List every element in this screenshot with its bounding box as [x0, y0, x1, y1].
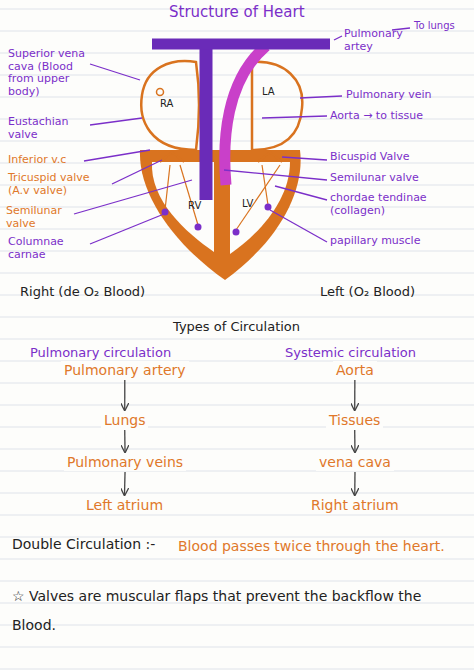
flow-arrow	[354, 380, 355, 410]
note-label: Semilunar valve	[6, 205, 72, 230]
step-text: Pulmonary artery	[64, 362, 186, 378]
step-text: Right atrium	[311, 497, 399, 513]
flow-step: Pulmonary veins	[64, 453, 186, 471]
page-title: Structure of Heart	[169, 4, 305, 21]
note-label: To lungs	[414, 20, 470, 32]
note-label: Blood passes twice through the heart.	[178, 536, 463, 558]
step-text: Tissues	[329, 412, 380, 428]
note-label: Tricuspid valve (A.v valve)	[8, 172, 112, 197]
note-label: ☆ Valves are muscular flaps that prevent…	[12, 582, 462, 641]
flow-step: Aorta	[333, 361, 377, 379]
step-text: Lungs	[104, 412, 145, 428]
note-label: Types of Circulation	[173, 320, 300, 335]
note-label: Right (de O₂ Blood)	[20, 285, 145, 300]
note-label: Double Circulation :-	[12, 536, 155, 552]
note-label: Eustachian valve	[8, 116, 88, 141]
note-label: Systemic circulation	[285, 346, 416, 361]
note-label: chordae tendinae (collagen)	[330, 192, 450, 217]
note-label: RV	[188, 200, 201, 212]
flow-arrow	[354, 472, 356, 495]
note-label: LA	[262, 86, 275, 98]
flow-arrow	[124, 430, 126, 452]
note-label: Pulmonary artey	[344, 28, 394, 53]
flow-arrow	[124, 472, 126, 495]
note-label: Aorta → to tissue	[330, 110, 423, 123]
note-label: Bicuspid Valve	[330, 151, 410, 164]
note-label: LV	[242, 198, 253, 210]
note-label: Pulmonary circulation	[30, 346, 171, 361]
note-label: Pulmonary vein	[346, 89, 431, 102]
note-label: Left (O₂ Blood)	[320, 285, 415, 300]
note-label: Semilunar valve	[330, 172, 419, 185]
step-text: Pulmonary veins	[67, 454, 183, 470]
flow-step: Left atrium	[83, 496, 166, 514]
step-text: vena cava	[319, 454, 391, 470]
flow-step: Lungs	[101, 411, 148, 429]
note-label: Superior vena cava (Blood from upper bod…	[8, 48, 92, 99]
flow-step: Right atrium	[308, 496, 402, 514]
flow-arrow	[354, 430, 356, 452]
flow-step: vena cava	[316, 453, 394, 471]
note-label: Columnae carnae	[8, 236, 88, 261]
flow-step: Tissues	[326, 411, 383, 429]
note-label: RA	[160, 98, 173, 110]
note-label: papillary muscle	[330, 235, 420, 248]
note-label: Inferior v.c	[8, 154, 66, 167]
step-text: Aorta	[336, 362, 374, 378]
step-text: Left atrium	[86, 497, 163, 513]
flow-step: Pulmonary artery	[61, 361, 189, 379]
flow-arrow	[124, 380, 125, 410]
